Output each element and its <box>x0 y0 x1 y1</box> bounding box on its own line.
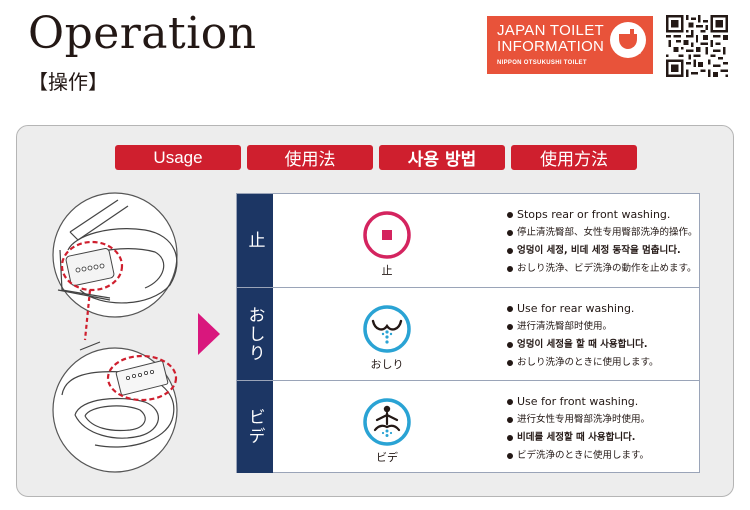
brand-line-3: NIPPON OTSUKUSHI TOILET <box>497 60 587 66</box>
tab-english[interactable]: Usage <box>115 145 241 170</box>
table-row: 止 止 Stops rear or front washing. 停止清洗臀部、… <box>237 194 699 287</box>
brand-line-1: JAPAN TOILET <box>497 22 604 39</box>
tab-korean[interactable]: 사용 방법 <box>379 145 505 170</box>
brand-line-2: INFORMATION <box>497 38 605 55</box>
tab-chinese[interactable]: 使用法 <box>247 145 373 170</box>
desc-japanese: おしり洗浄のときに使用します。 <box>507 354 697 372</box>
row-header-stop: 止 <box>237 194 273 287</box>
row-description: Use for front washing. 进行女性专用臀部洗净时使用。 비데… <box>507 393 697 465</box>
row-header-bidet: ビデ <box>237 381 273 473</box>
desc-japanese: ビデ洗浄のときに使用します。 <box>507 447 697 465</box>
desc-english: Stops rear or front washing. <box>507 206 697 224</box>
row-header-rear: おしり <box>237 288 273 380</box>
desc-english: Use for front washing. <box>507 393 697 411</box>
pointer-arrow-icon <box>198 313 220 355</box>
table-row: おしり おしり Use for rear washing. 进行清洗臀部时使用。… <box>237 287 699 380</box>
qr-code-icon[interactable] <box>666 15 728 77</box>
page-title: Operation <box>28 8 257 59</box>
rear-wash-icon-label: おしり <box>370 358 404 371</box>
desc-chinese: 停止清洗臀部、女性专用臀部洗净的操作。 <box>507 224 698 242</box>
bidet-icon-label: ビデ <box>376 451 398 464</box>
desc-japanese: おしり洗浄、ビデ洗浄の動作を止めます。 <box>507 260 697 278</box>
rear-wash-icon[interactable] <box>362 304 412 354</box>
toilet-logo-icon <box>610 22 646 58</box>
desc-english: Use for rear washing. <box>507 300 697 318</box>
toilet-illustration <box>52 192 178 473</box>
page-subtitle: 【操作】 <box>28 70 108 94</box>
bidet-icon[interactable] <box>362 397 412 447</box>
stop-icon-label: 止 <box>381 264 393 277</box>
operation-table: 止 止 Stops rear or front washing. 停止清洗臀部、… <box>236 193 700 473</box>
desc-korean: 비데를 세정할 때 사용합니다. <box>507 429 697 447</box>
tab-japanese[interactable]: 使用方法 <box>511 145 637 170</box>
desc-korean: 엉덩이 세정, 비데 세정 동작을 멈춥니다. <box>507 242 697 260</box>
desc-chinese: 进行清洗臀部时使用。 <box>507 318 697 336</box>
row-description: Use for rear washing. 进行清洗臀部时使用。 엉덩이 세정을… <box>507 300 697 372</box>
brand-badge: JAPAN TOILET INFORMATION NIPPON OTSUKUSH… <box>487 16 653 74</box>
table-row: ビデ ビデ Use for front washing. 进行女性专用臀部洗净时… <box>237 380 699 473</box>
stop-icon[interactable] <box>362 210 412 260</box>
row-description: Stops rear or front washing. 停止清洗臀部、女性专用… <box>507 206 698 278</box>
desc-chinese: 进行女性专用臀部洗净时使用。 <box>507 411 697 429</box>
desc-korean: 엉덩이 세정을 할 때 사용합니다. <box>507 336 697 354</box>
